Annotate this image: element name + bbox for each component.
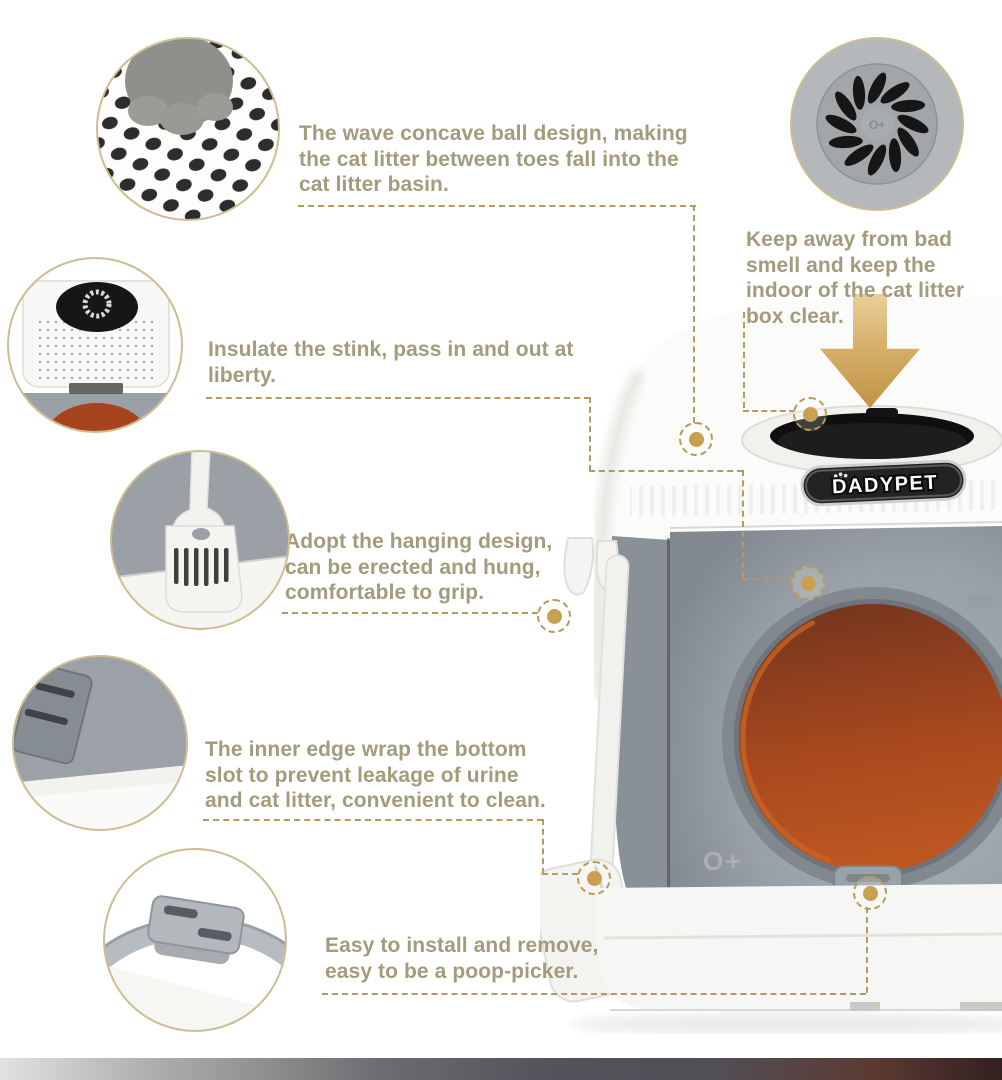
panel-seam	[667, 538, 670, 902]
callout-text-inner-edge: The inner edge wrap the bottom slot to p…	[205, 738, 546, 813]
callout-line-wave	[693, 205, 695, 423]
callout-line-insulate	[206, 397, 590, 399]
litter-box-product-image: DADYPET O+	[540, 296, 1002, 1034]
vent-gear-ring	[82, 289, 112, 319]
front-door	[722, 587, 1002, 903]
inset-photo-paw-on-sieve	[96, 37, 280, 221]
table-edge-band	[0, 1058, 1002, 1080]
inset-photo-scoop	[110, 450, 290, 630]
body-emboss-text: O+	[703, 846, 742, 876]
callout-marker-keep-away	[793, 397, 827, 431]
callout-line-insulate	[742, 470, 744, 578]
door-hinge-tab-right	[967, 594, 993, 608]
callout-text-hanging: Adopt the hanging design, can be erected…	[285, 530, 553, 605]
callout-line-inner-edge	[542, 873, 578, 875]
callout-marker-easy-install	[853, 876, 887, 910]
callout-marker-inner-edge	[577, 861, 611, 895]
scoop	[165, 451, 243, 613]
callout-line-wave	[298, 205, 696, 207]
litter-box-base	[570, 884, 1002, 1034]
callout-line-hanging	[282, 612, 538, 614]
callout-marker-insulate	[791, 566, 825, 600]
callout-text-easy-install: Easy to install and remove, easy to be a…	[325, 934, 599, 983]
callout-line-keep-away	[743, 312, 745, 408]
mini-brand-label	[69, 383, 123, 394]
inset-photo-vent-fan: O+	[790, 37, 964, 211]
vent-emboss-text: O+	[869, 118, 885, 132]
callout-marker-hanging	[537, 599, 571, 633]
cat-paw	[125, 38, 233, 135]
callout-line-inner-edge	[542, 819, 544, 874]
door-hinge-tab-left	[777, 594, 803, 608]
inset-photo-top-view	[7, 257, 183, 433]
body-side-panel	[611, 536, 670, 904]
callout-line-easy-install	[866, 907, 868, 993]
base-foot-notch	[850, 1002, 880, 1011]
callout-line-easy-install	[322, 993, 866, 995]
callout-line-insulate	[589, 397, 591, 471]
callout-line-insulate	[742, 578, 792, 580]
brand-badge: DADYPET	[800, 459, 967, 507]
paw-icon	[833, 472, 848, 482]
callout-line-insulate	[589, 470, 743, 472]
rim-latch-clip	[147, 895, 245, 965]
base-foot-notch	[960, 1002, 1002, 1011]
callout-line-inner-edge	[203, 819, 543, 821]
callout-text-insulate: Insulate the stink, pass in and out at l…	[208, 338, 574, 387]
inset-photo-rim-clip	[103, 848, 287, 1032]
inset-photo-inner-edge	[12, 655, 188, 831]
callout-line-keep-away	[743, 410, 795, 412]
callout-marker-wave	[679, 422, 713, 456]
lid-slot	[866, 408, 898, 417]
brand-logo-text: DADYPET	[832, 472, 939, 499]
callout-text-keep-away: Keep away from bad smell and keep the in…	[746, 228, 965, 328]
callout-text-wave-concave: The wave concave ball design, making the…	[299, 122, 688, 197]
